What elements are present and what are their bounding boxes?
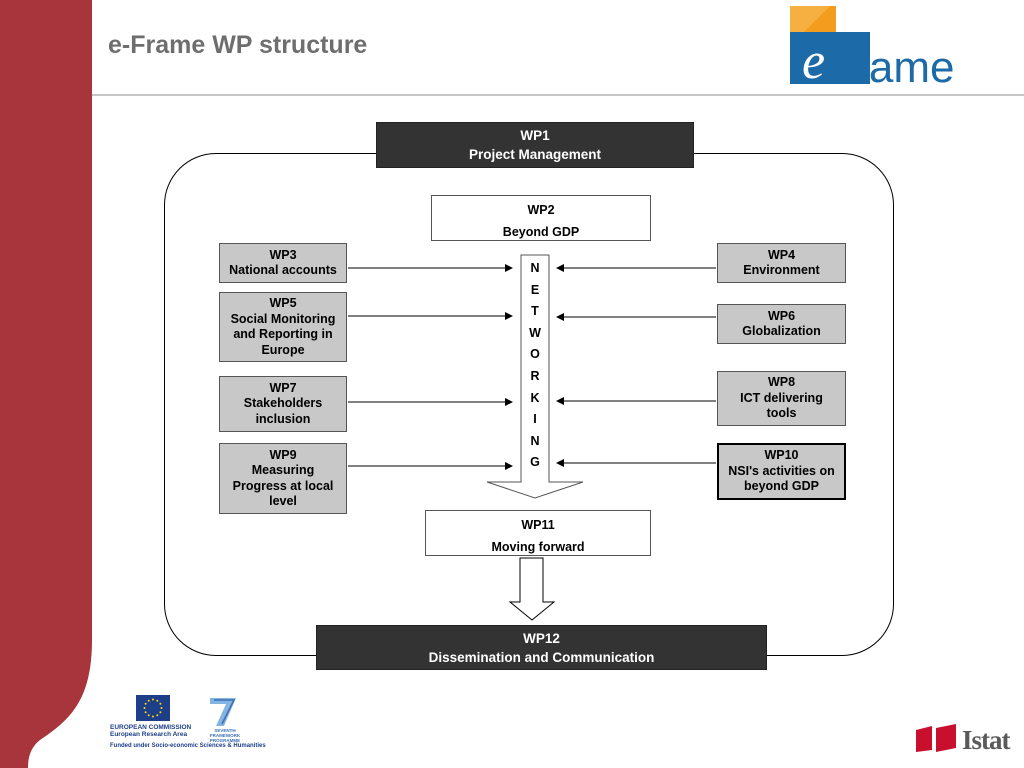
wp10-label-line: NSI's activities on [728,463,835,478]
fp7-line: PROGRAMME [209,738,241,743]
networking-letter: K [530,390,540,405]
ec-label: EUROPEAN COMMISSION European Research Ar… [110,724,191,738]
wp4-label: Environment [743,263,820,277]
wp5-number: WP5 [269,296,297,310]
wp10-label-line: beyond GDP [743,479,819,494]
wp9-label-line: level [269,494,297,508]
arrow-wp11-wp12 [508,557,556,621]
networking-label: N E T W O R K I N G [521,258,549,474]
wp10-number: WP10 [764,448,799,463]
networking-letter: E [530,282,540,297]
wp5-label-line: and Reporting in [233,327,333,341]
wp2-box: WP2 Beyond GDP [431,195,651,241]
networking-letter: T [531,304,539,319]
networking-letter: G [530,455,540,470]
slide-title: e-Frame WP structure [108,31,368,59]
wp3-label: National accounts [229,263,337,277]
wp6-label: Globalization [742,324,821,338]
networking-letter: N [530,261,540,275]
wp7-box: WP7 Stakeholders inclusion [219,376,347,432]
wp7-label-line: Stakeholders [243,396,323,411]
title-divider [92,94,1024,96]
wp2-label: Beyond GDP [502,224,580,239]
svg-text:e: e [802,33,825,90]
ec-line: European Research Area [110,731,188,738]
wp11-label: Moving forward [491,539,585,554]
fp7-logo [210,698,236,726]
wp6-number: WP6 [767,308,796,323]
wp7-number: WP7 [269,380,297,395]
networking-letter: N [530,433,540,448]
wp1-number: WP1 [520,128,550,143]
istat-logo-text: Istat [962,725,1010,755]
wp3-box: WP3 National accounts [219,243,347,283]
wp12-number: WP12 [523,630,560,646]
logo-text: frame [842,43,954,92]
wp1-box: WP1 Project Management [376,122,694,168]
wp9-label-line: Measuring [251,463,315,477]
networking-letter: I [533,412,537,427]
wp1-label: Project Management [468,147,602,162]
wp2-number: WP2 [527,203,555,217]
eu-flag-logo [136,695,170,721]
wp8-box: WP8 ICT delivering tools [717,371,846,426]
wp5-label-line: Social Monitoring [230,311,336,326]
wp12-box: WP12 Dissemination and Communication [316,625,767,670]
wp4-box: WP4 Environment [717,243,846,283]
wp3-number: WP3 [269,247,297,262]
networking-letter: R [530,368,540,383]
wp11-number: WP11 [521,518,555,532]
wp8-number: WP8 [767,375,796,390]
eframe-logo: e frame [790,6,1016,94]
wp6-box: WP6 Globalization [717,304,846,344]
fp7-line: SEVENTH FRAMEWORK [209,728,241,738]
wp5-label-line: Europe [261,342,305,357]
ec-line: EUROPEAN COMMISSION [110,724,192,731]
wp9-box: WP9 Measuring Progress at local level [219,443,347,514]
wp5-box: WP5 Social Monitoring and Reporting in E… [219,292,347,362]
wp12-label: Dissemination and Communication [428,649,655,665]
fp7-label: SEVENTH FRAMEWORK PROGRAMME [200,728,250,743]
wp4-number: WP4 [767,247,796,262]
istat-logo-mark [916,724,956,752]
wp8-label-line: ICT delivering [740,390,823,405]
wp9-label-line: Progress at local [232,478,334,493]
wp9-number: WP9 [269,447,297,462]
wp10-box: WP10 NSI's activities on beyond GDP [717,443,846,500]
wp7-label-line: inclusion [255,411,311,426]
sidebar-decoration [0,0,92,768]
networking-letter: O [530,347,540,362]
wp11-box: WP11 Moving forward [425,510,651,556]
funded-label: Funded under Socio-economic Sciences & H… [110,743,266,749]
networking-letter: W [529,325,541,340]
networking-arrow-shape [486,254,584,499]
wp8-label-line: tools [766,406,797,421]
